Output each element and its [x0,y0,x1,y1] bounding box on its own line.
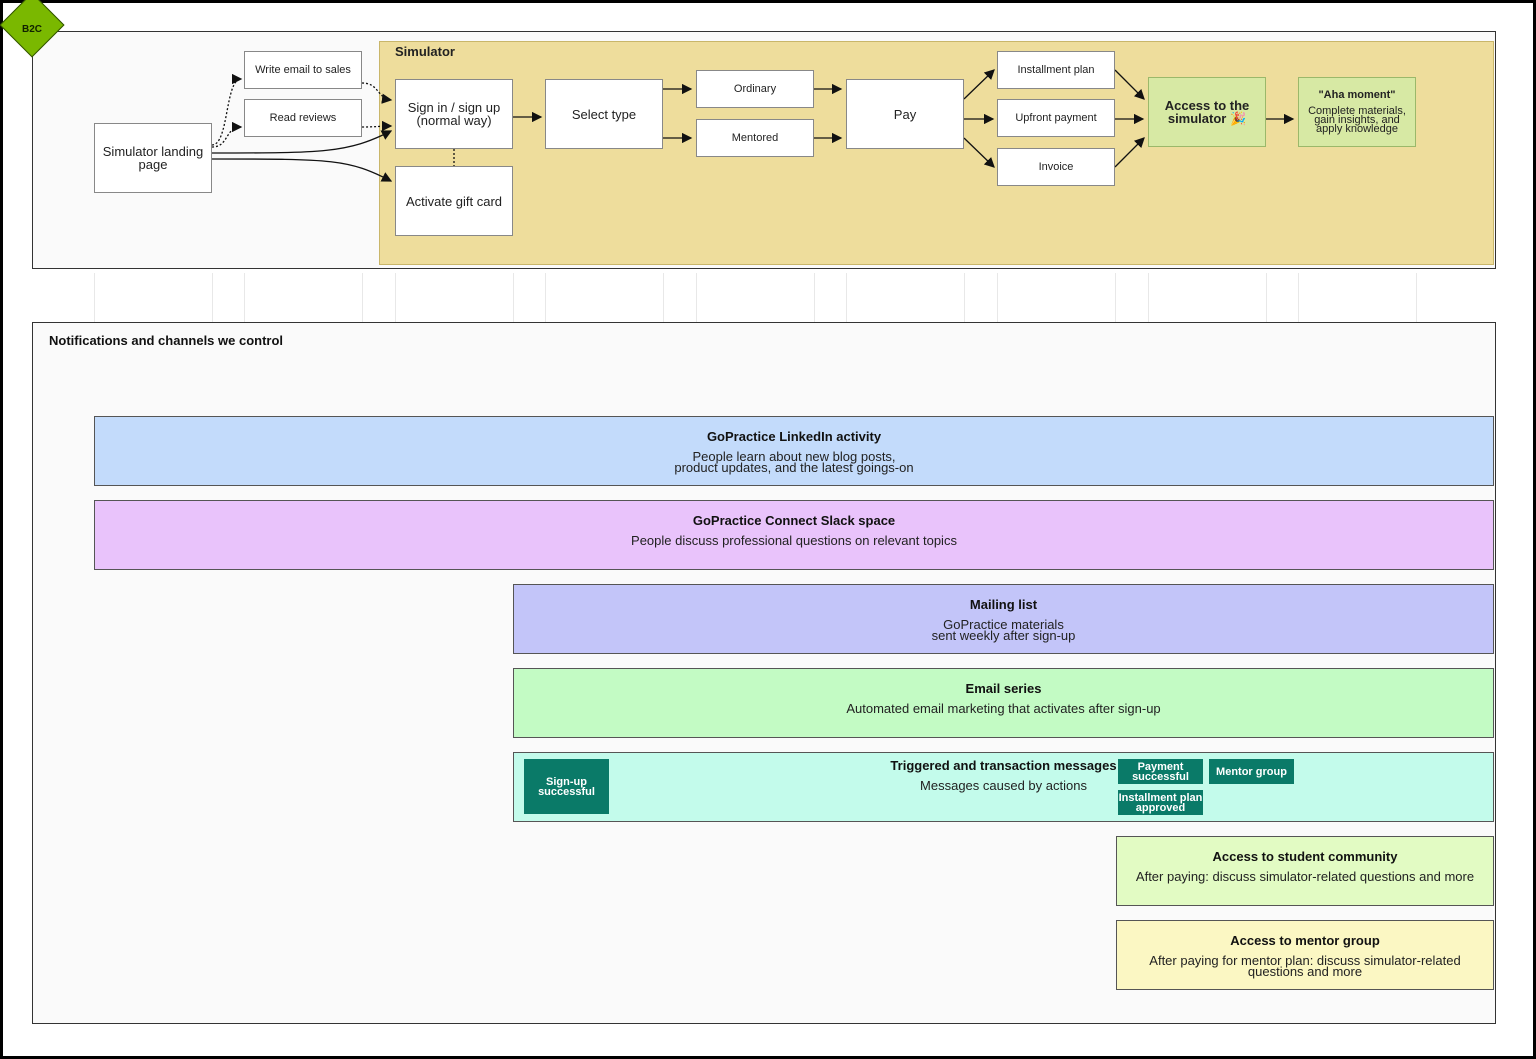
lane-description: Messages caused by actions [920,778,1087,793]
grid-line [212,273,213,323]
tag-payment-successful: Payment successful [1118,759,1203,784]
grid-line [244,273,245,323]
lane-title: Mailing list [969,597,1038,612]
upfront-payment-node: Upfront payment [997,99,1115,137]
grid-line [395,273,396,323]
grid-line [1266,273,1267,323]
notifications-title: Notifications and channels we control [49,333,284,348]
installment-plan-node: Installment plan [997,51,1115,89]
gift-card-node: Activate gift card [395,166,513,236]
lane-description: People learn about new blog posts, produ… [674,449,914,475]
lane-description: After paying: discuss simulator-related … [1135,869,1475,884]
write-email-node: Write email to sales [244,51,362,89]
lane-description: GoPractice materials sent weekly after s… [931,617,1076,643]
mentored-node: Mentored [696,119,814,157]
lane-email-series: Email series Automated email marketing t… [513,668,1494,738]
ordinary-node: Ordinary [696,70,814,108]
lane-slack: GoPractice Connect Slack space People di… [94,500,1494,570]
grid-line [846,273,847,323]
lane-title: Access to student community [1212,849,1398,864]
invoice-node: Invoice [997,148,1115,186]
b2c-badge-label: B2C [21,24,42,35]
aha-description: Complete materials, gain insights, and a… [1308,105,1406,135]
grid-line [814,273,815,323]
lane-triggered-messages: Triggered and transaction messages Messa… [513,752,1494,822]
sign-in-node: Sign in / sign up (normal way) [395,79,513,149]
lane-description: After paying for mentor plan: discuss si… [1149,953,1461,979]
aha-title: "Aha moment" [1318,89,1396,101]
grid-line [362,273,363,323]
lane-title: GoPractice Connect Slack space [692,513,896,528]
grid-line [1148,273,1149,323]
access-simulator-node: Access to the simulator 🎉 [1148,77,1266,147]
grid-line [997,273,998,323]
lane-mentor-group: Access to mentor group After paying for … [1116,920,1494,990]
grid-line [513,273,514,323]
grid-line [1298,273,1299,323]
lane-description: Automated email marketing that activates… [846,701,1161,716]
read-reviews-node: Read reviews [244,99,362,137]
landing-page-node: Simulator landing page [94,123,212,193]
grid-line [663,273,664,323]
grid-line [545,273,546,323]
lane-title: Triggered and transaction messages [890,758,1117,773]
grid-line [696,273,697,323]
tag-signup-successful: Sign-up successful [524,759,609,814]
lane-student-community: Access to student community After paying… [1116,836,1494,906]
lane-mailing-list: Mailing list GoPractice materials sent w… [513,584,1494,654]
grid-line [964,273,965,323]
lane-title: GoPractice LinkedIn activity [706,429,882,444]
lane-title: Email series [965,681,1042,696]
flow-connectors [211,69,1295,182]
lane-title: Access to mentor group [1230,933,1380,948]
aha-moment-node: "Aha moment" Complete materials, gain in… [1298,77,1416,147]
grid-line [1115,273,1116,323]
select-type-node: Select type [545,79,663,149]
tag-installment-approved: Installment plan approved [1118,790,1203,815]
lane-linkedin: GoPractice LinkedIn activity People lear… [94,416,1494,486]
grid-line [94,273,95,323]
lane-description: People discuss professional questions on… [631,533,957,548]
pay-node: Pay [846,79,964,149]
simulator-title: Simulator [395,44,455,59]
tag-mentor-group: Mentor group [1209,759,1294,784]
grid-line [1416,273,1417,323]
